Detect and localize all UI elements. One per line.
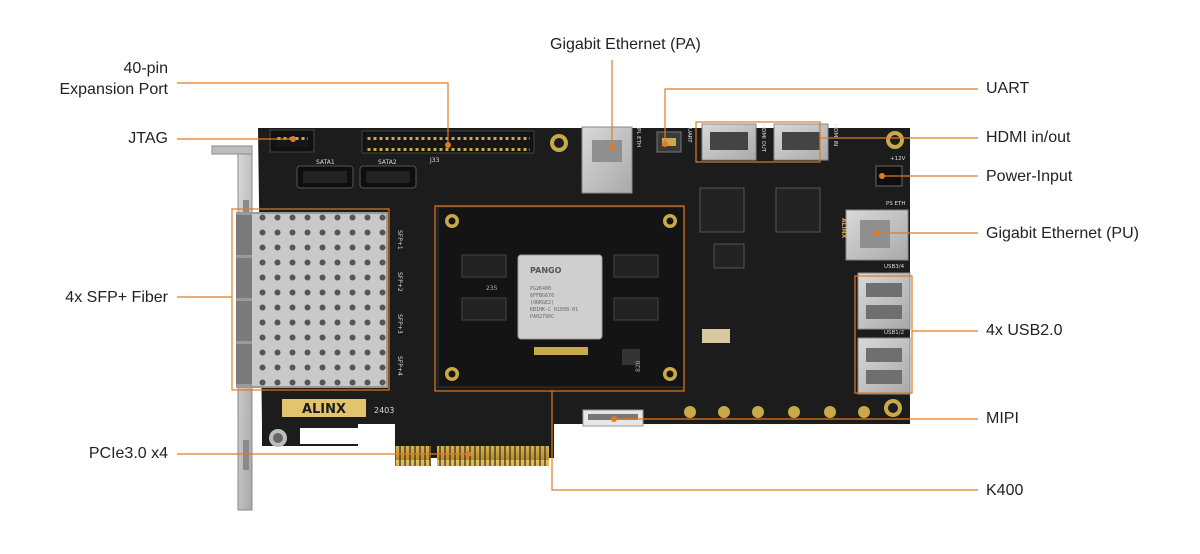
silk-sata2: SATA2 [378,159,397,166]
label-hdmi: HDMI in/out [986,129,1071,146]
callouts [177,60,978,491]
chip-line-2: 6FFBG676 [530,293,554,299]
silk-sfp3: SFP+3 [396,314,403,334]
sfp-highlight [231,208,390,391]
silk-usb34: USB3/4 [884,264,905,270]
chip-line-5: PA02790C [530,314,554,320]
label-pcie: PCIe3.0 x4 [88,445,168,462]
label-40pin-line2: Expansion Port [59,81,168,98]
chip-line-1: PG2K400 [530,286,551,292]
usb-highlight [854,275,913,394]
ethernet-pl-port: PL ETH [581,126,641,194]
usb-ports: USB3/4 USB1/2 [857,264,911,395]
brand-vertical: ALINX [840,218,847,239]
silk-j33: J33 [429,157,440,164]
label-usb: 4x USB2.0 [986,322,1063,339]
sfp-cage: SFP+1 SFP+2 SFP+3 SFP+4 [236,212,403,388]
label-power: Power-Input [986,168,1073,185]
label-40pin: 40-pin Expansion Port [59,58,168,100]
uart-connector: UART [656,128,692,153]
chip-line-3: (ORKGE2) [530,300,554,306]
chip-brand: PANGO [530,266,562,275]
brand-label: ALINX [302,402,346,417]
label-mipi: MIPI [986,410,1019,427]
pcie-gold-fingers [395,446,549,466]
silk-sata1: SATA1 [316,159,335,166]
buttons-row [684,406,870,418]
label-uart: UART [986,80,1030,97]
callout-uart [664,88,978,144]
silk-uart: UART [686,128,692,143]
silk-usb12: USB1/2 [884,330,904,336]
silk-235: 235 [486,285,498,292]
hdmi-highlight [695,121,821,163]
alinx-logo: ALINX 2403 [282,399,394,417]
label-40pin-line1: 40-pin [123,60,168,77]
chip-line-4: KB1HK-C R1E08-01 [530,307,578,313]
silk-ps-eth: PS ETH [886,201,906,207]
silk-pl-eth: PL ETH [635,128,641,147]
label-jtag: JTAG [128,130,168,147]
label-gbe-pu: Gigabit Ethernet (PU) [986,225,1139,242]
silk-820: 820 [635,360,642,372]
mounting-holes [269,131,904,447]
silk-sfp2: SFP+2 [396,272,403,292]
sata-connectors: SATA1 SATA2 [296,159,417,189]
hdmi-ports: HDMI OUT HDMI IN [701,123,838,161]
silk-sfp4: SFP+4 [396,356,403,376]
label-sfp: 4x SFP+ Fiber [65,289,168,306]
silk-hdmi-in: HDMI IN [832,124,838,146]
callout-dots [290,136,885,457]
serial-silk: 2403 [374,406,394,415]
core-highlight [434,205,685,392]
ethernet-ps-port: PS ETH ALINX [840,201,909,261]
core-module: 235 820 PANGO PG2K400 6FFBG676 (ORKGE2) … [437,206,685,388]
silk-12v: +12V [890,156,906,162]
label-k400: K400 [986,482,1024,499]
silk-hdmi-out: HDMI OUT [760,124,766,153]
callout-40pin [177,82,449,145]
label-gbe-pa: Gigabit Ethernet (PA) [550,36,701,53]
silk-sfp1: SFP+1 [396,230,403,250]
callout-k400 [551,391,978,491]
